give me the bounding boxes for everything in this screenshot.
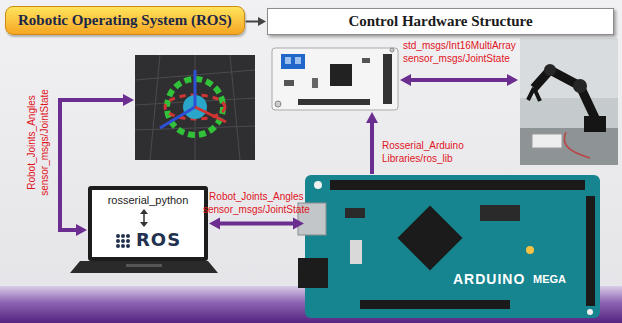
header-box: Control Hardware Structure — [267, 8, 614, 35]
servo-driver-board-part — [330, 64, 352, 86]
node-text: rosserial_python — [92, 194, 204, 206]
robot-arm-photo-part — [528, 88, 540, 101]
connector-arrow — [246, 17, 266, 26]
rviz-view-part — [195, 107, 226, 122]
laptop-base-part — [126, 264, 162, 267]
wire-layout-arrows-part — [123, 94, 134, 106]
arrow-head — [209, 217, 220, 229]
arduino-mega-board-part — [314, 181, 322, 189]
node-text: Control Hardware Structure — [278, 13, 603, 30]
servo-driver-board-part — [298, 99, 370, 105]
robot-arm-photo-part — [532, 134, 562, 148]
signal-label: Rosserial_Arduino Libraries/ros_lib — [382, 140, 464, 165]
updown-arrow-head — [140, 209, 148, 214]
connector-line — [219, 222, 294, 226]
robot-arm-photo — [520, 38, 618, 165]
robot-arm-photo-part — [534, 70, 595, 118]
robot-arm-photo-part — [584, 116, 606, 132]
arduino-mega-board-part — [526, 246, 534, 254]
ros-dot — [126, 234, 130, 238]
signal-label: Robot_Joints_Angles sensor_msgs/JointSta… — [26, 89, 51, 196]
laptop-base-part — [70, 261, 218, 273]
ros-dots-icon — [115, 233, 131, 249]
node-text: ROS — [136, 229, 181, 250]
signal-label: Robot_Joints_Angles sensor_msgs/JointSta… — [203, 191, 310, 216]
arrow-head — [258, 17, 266, 26]
arrow-head — [293, 217, 304, 229]
robot-arm-photo-part — [520, 38, 618, 165]
rviz-view-part — [160, 107, 195, 128]
servo-driver-board-part — [362, 58, 370, 63]
arduino-mega-board-part — [305, 175, 600, 318]
arduino-mega-board-part — [587, 309, 593, 315]
ros-dot — [121, 239, 125, 243]
servo-driver-board-part — [390, 48, 394, 52]
updown-arrow-line — [143, 213, 145, 223]
connector-line — [246, 21, 259, 23]
servo-driver-board-part — [285, 57, 291, 64]
arduino-board: ARDUINO MEGA — [305, 175, 600, 318]
rviz-view-part — [135, 55, 255, 160]
servo-driver-board-part — [284, 80, 294, 86]
arduino-mega-board-part — [397, 205, 462, 270]
wire-layout-arrows-part — [366, 112, 378, 123]
signal-label: std_msgs/Int16MultiArray sensor_msgs/Joi… — [403, 40, 516, 65]
node-text: MEGA — [533, 273, 566, 285]
wire-layout-arrows-part — [400, 74, 411, 86]
ros-dot — [126, 239, 130, 243]
robot-arm-photo-part — [573, 79, 587, 93]
arduino-mega-board-part — [330, 180, 585, 190]
robot-arm-photo-part — [520, 128, 618, 165]
servo-driver-board-part — [281, 54, 305, 69]
rviz-view — [135, 55, 255, 160]
servo-driver-board-part — [312, 78, 318, 88]
laptop-screen: rosserial_pythonROS — [88, 186, 208, 261]
ros-dot — [116, 239, 120, 243]
ros-dot — [126, 244, 130, 248]
laptop-base — [70, 261, 218, 273]
arduino-mega-board-part — [480, 205, 520, 221]
robot-arm-photo-part — [564, 132, 590, 158]
ros-dot — [121, 244, 125, 248]
arduino-mega-board-part — [360, 300, 510, 309]
title-banner: Robotic Operating System (ROS) — [5, 6, 245, 35]
servo-driver-board-part — [272, 48, 398, 110]
connector-arrow — [209, 217, 304, 229]
updown-arrow-head — [140, 222, 148, 227]
servo-driver-board-part — [275, 101, 281, 107]
updown-arrow-icon — [138, 209, 150, 227]
node-text: ARDUINO — [453, 271, 525, 287]
rviz-view-part — [194, 70, 197, 107]
wire-layout-arrows-part — [76, 224, 87, 236]
servo-driver-board-part — [295, 57, 301, 64]
arduino-mega-board-part — [350, 240, 362, 264]
arduino-mega-board-part — [298, 258, 328, 288]
servo-driver-board — [272, 48, 398, 110]
wire-layout-arrows-part — [370, 123, 374, 174]
arduino-mega-board-part — [586, 196, 595, 306]
wire-layout-arrows-part — [507, 74, 518, 86]
ros-dot — [116, 244, 120, 248]
rviz-view-part — [135, 55, 255, 160]
servo-driver-board-part — [383, 54, 392, 104]
wire-layout-arrows-part — [411, 78, 507, 82]
ros-dot — [121, 234, 125, 238]
arduino-mega-board-part — [345, 208, 365, 218]
node-text: Robotic Operating System (ROS) — [18, 12, 232, 29]
ros-dot — [116, 234, 120, 238]
robot-arm-photo-part — [544, 64, 556, 76]
arduino-mega-board — [298, 175, 600, 318]
